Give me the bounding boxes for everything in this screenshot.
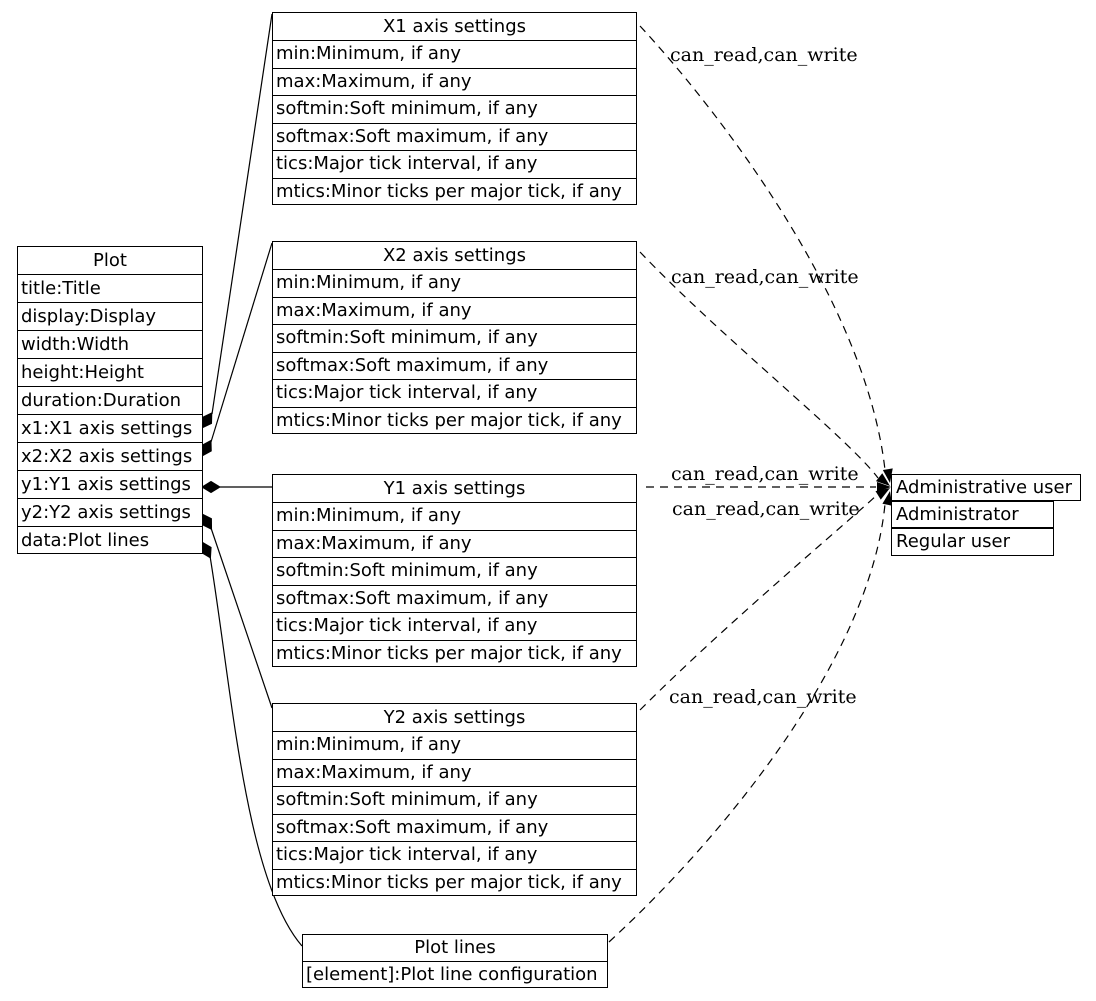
edge-label-can-read-write: can_read,can_write xyxy=(669,686,857,708)
node-administrator: Administrator xyxy=(891,501,1054,528)
field-row: data:Plot lines xyxy=(21,530,150,551)
class-box-y2-axis: Y2 axis settings min:Minimum, if any max… xyxy=(272,703,637,896)
field-row: min:Minimum, if any xyxy=(273,732,636,760)
class-box-x1-axis: X1 axis settings min:Minimum, if any max… xyxy=(272,12,637,205)
field-row: mtics:Minor ticks per major tick, if any xyxy=(276,642,622,664)
composition-diamonds xyxy=(200,412,221,559)
field-row: max:Maximum, if any xyxy=(273,69,636,96)
composition-edge-plot-x2 xyxy=(210,242,273,443)
field-row: tics:Major tick interval, if any xyxy=(273,613,636,641)
field-row: width:Width xyxy=(18,331,202,359)
field-row: softmax:Soft maximum, if any xyxy=(273,815,636,842)
arrowhead-icon xyxy=(877,482,891,492)
permission-edge-y2-admin xyxy=(639,493,879,711)
class-title-y2-axis: Y2 axis settings xyxy=(273,704,636,732)
class-title-plot-lines: Plot lines xyxy=(303,935,607,962)
field-row: x1:X1 axis settings xyxy=(18,415,202,443)
composition-edges xyxy=(209,13,303,947)
field-row: softmin:Soft minimum, if any xyxy=(273,787,636,815)
edge-label-can-read-write: can_read,can_write xyxy=(672,498,860,520)
field-row: min:Minimum, if any xyxy=(273,270,636,298)
field-row: softmax:Soft maximum, if any xyxy=(273,353,636,380)
field-row: y1:Y1 axis settings xyxy=(18,471,202,499)
field-row: tics:Major tick interval, if any xyxy=(273,842,636,870)
class-box-plot-lines: Plot lines [element]:Plot line configura… xyxy=(302,934,608,988)
field-row: max:Maximum, if any xyxy=(273,298,636,325)
arrowhead-icon xyxy=(875,473,890,486)
field-row: y2:Y2 axis settings xyxy=(18,499,202,527)
field-row: title:Title xyxy=(18,275,202,303)
composition-edge-plot-data xyxy=(209,555,303,947)
field-row: [element]:Plot line configuration xyxy=(306,964,598,985)
field-row: mtics:Minor ticks per major tick, if any xyxy=(276,871,622,893)
field-row: mtics:Minor ticks per major tick, if any xyxy=(276,409,622,431)
edge-label-can-read-write: can_read,can_write xyxy=(671,266,859,288)
class-title-plot: Plot xyxy=(18,247,202,275)
field-row: tics:Major tick interval, if any xyxy=(273,380,636,408)
field-row: height:Height xyxy=(18,359,202,387)
arrowheads xyxy=(875,468,893,506)
permission-edge-plotlines-admin xyxy=(608,503,886,943)
arrowhead-icon xyxy=(882,468,893,483)
arrowhead-icon xyxy=(875,488,890,500)
field-row: max:Maximum, if any xyxy=(273,760,636,787)
edge-label-can-read-write: can_read,can_write xyxy=(671,463,859,485)
field-row: softmin:Soft minimum, if any xyxy=(273,96,636,124)
permission-edge-x1-admin xyxy=(639,25,886,471)
class-title-x2-axis: X2 axis settings xyxy=(273,242,636,270)
field-row: softmax:Soft maximum, if any xyxy=(273,586,636,613)
field-row: duration:Duration xyxy=(18,387,202,415)
class-title-x1-axis: X1 axis settings xyxy=(273,13,636,41)
arrowhead-icon xyxy=(882,491,893,506)
field-row: display:Display xyxy=(18,303,202,331)
field-row: softmin:Soft minimum, if any xyxy=(273,325,636,353)
field-row: softmax:Soft maximum, if any xyxy=(273,124,636,151)
permission-edge-x2-admin xyxy=(639,251,879,479)
field-row: max:Maximum, if any xyxy=(273,531,636,558)
field-row: x2:X2 axis settings xyxy=(18,443,202,471)
field-row: tics:Major tick interval, if any xyxy=(273,151,636,179)
class-title-y1-axis: Y1 axis settings xyxy=(273,475,636,503)
field-row: mtics:Minor ticks per major tick, if any xyxy=(276,180,622,202)
edge-label-can-read-write: can_read,can_write xyxy=(670,44,858,66)
composition-edge-plot-y2 xyxy=(210,527,273,709)
field-row: min:Minimum, if any xyxy=(273,503,636,531)
permission-edges xyxy=(608,25,886,943)
class-box-y1-axis: Y1 axis settings min:Minimum, if any max… xyxy=(272,474,637,667)
composition-edge-plot-x1 xyxy=(211,13,273,415)
node-administrative-user: Administrative user xyxy=(891,474,1081,501)
class-box-x2-axis: X2 axis settings min:Minimum, if any max… xyxy=(272,241,637,434)
class-box-plot: Plot title:Title display:Display width:W… xyxy=(17,246,203,554)
composition-diamond-icon xyxy=(201,480,221,494)
field-row: min:Minimum, if any xyxy=(273,41,636,69)
node-regular-user: Regular user xyxy=(891,528,1054,556)
field-row: softmin:Soft minimum, if any xyxy=(273,558,636,586)
